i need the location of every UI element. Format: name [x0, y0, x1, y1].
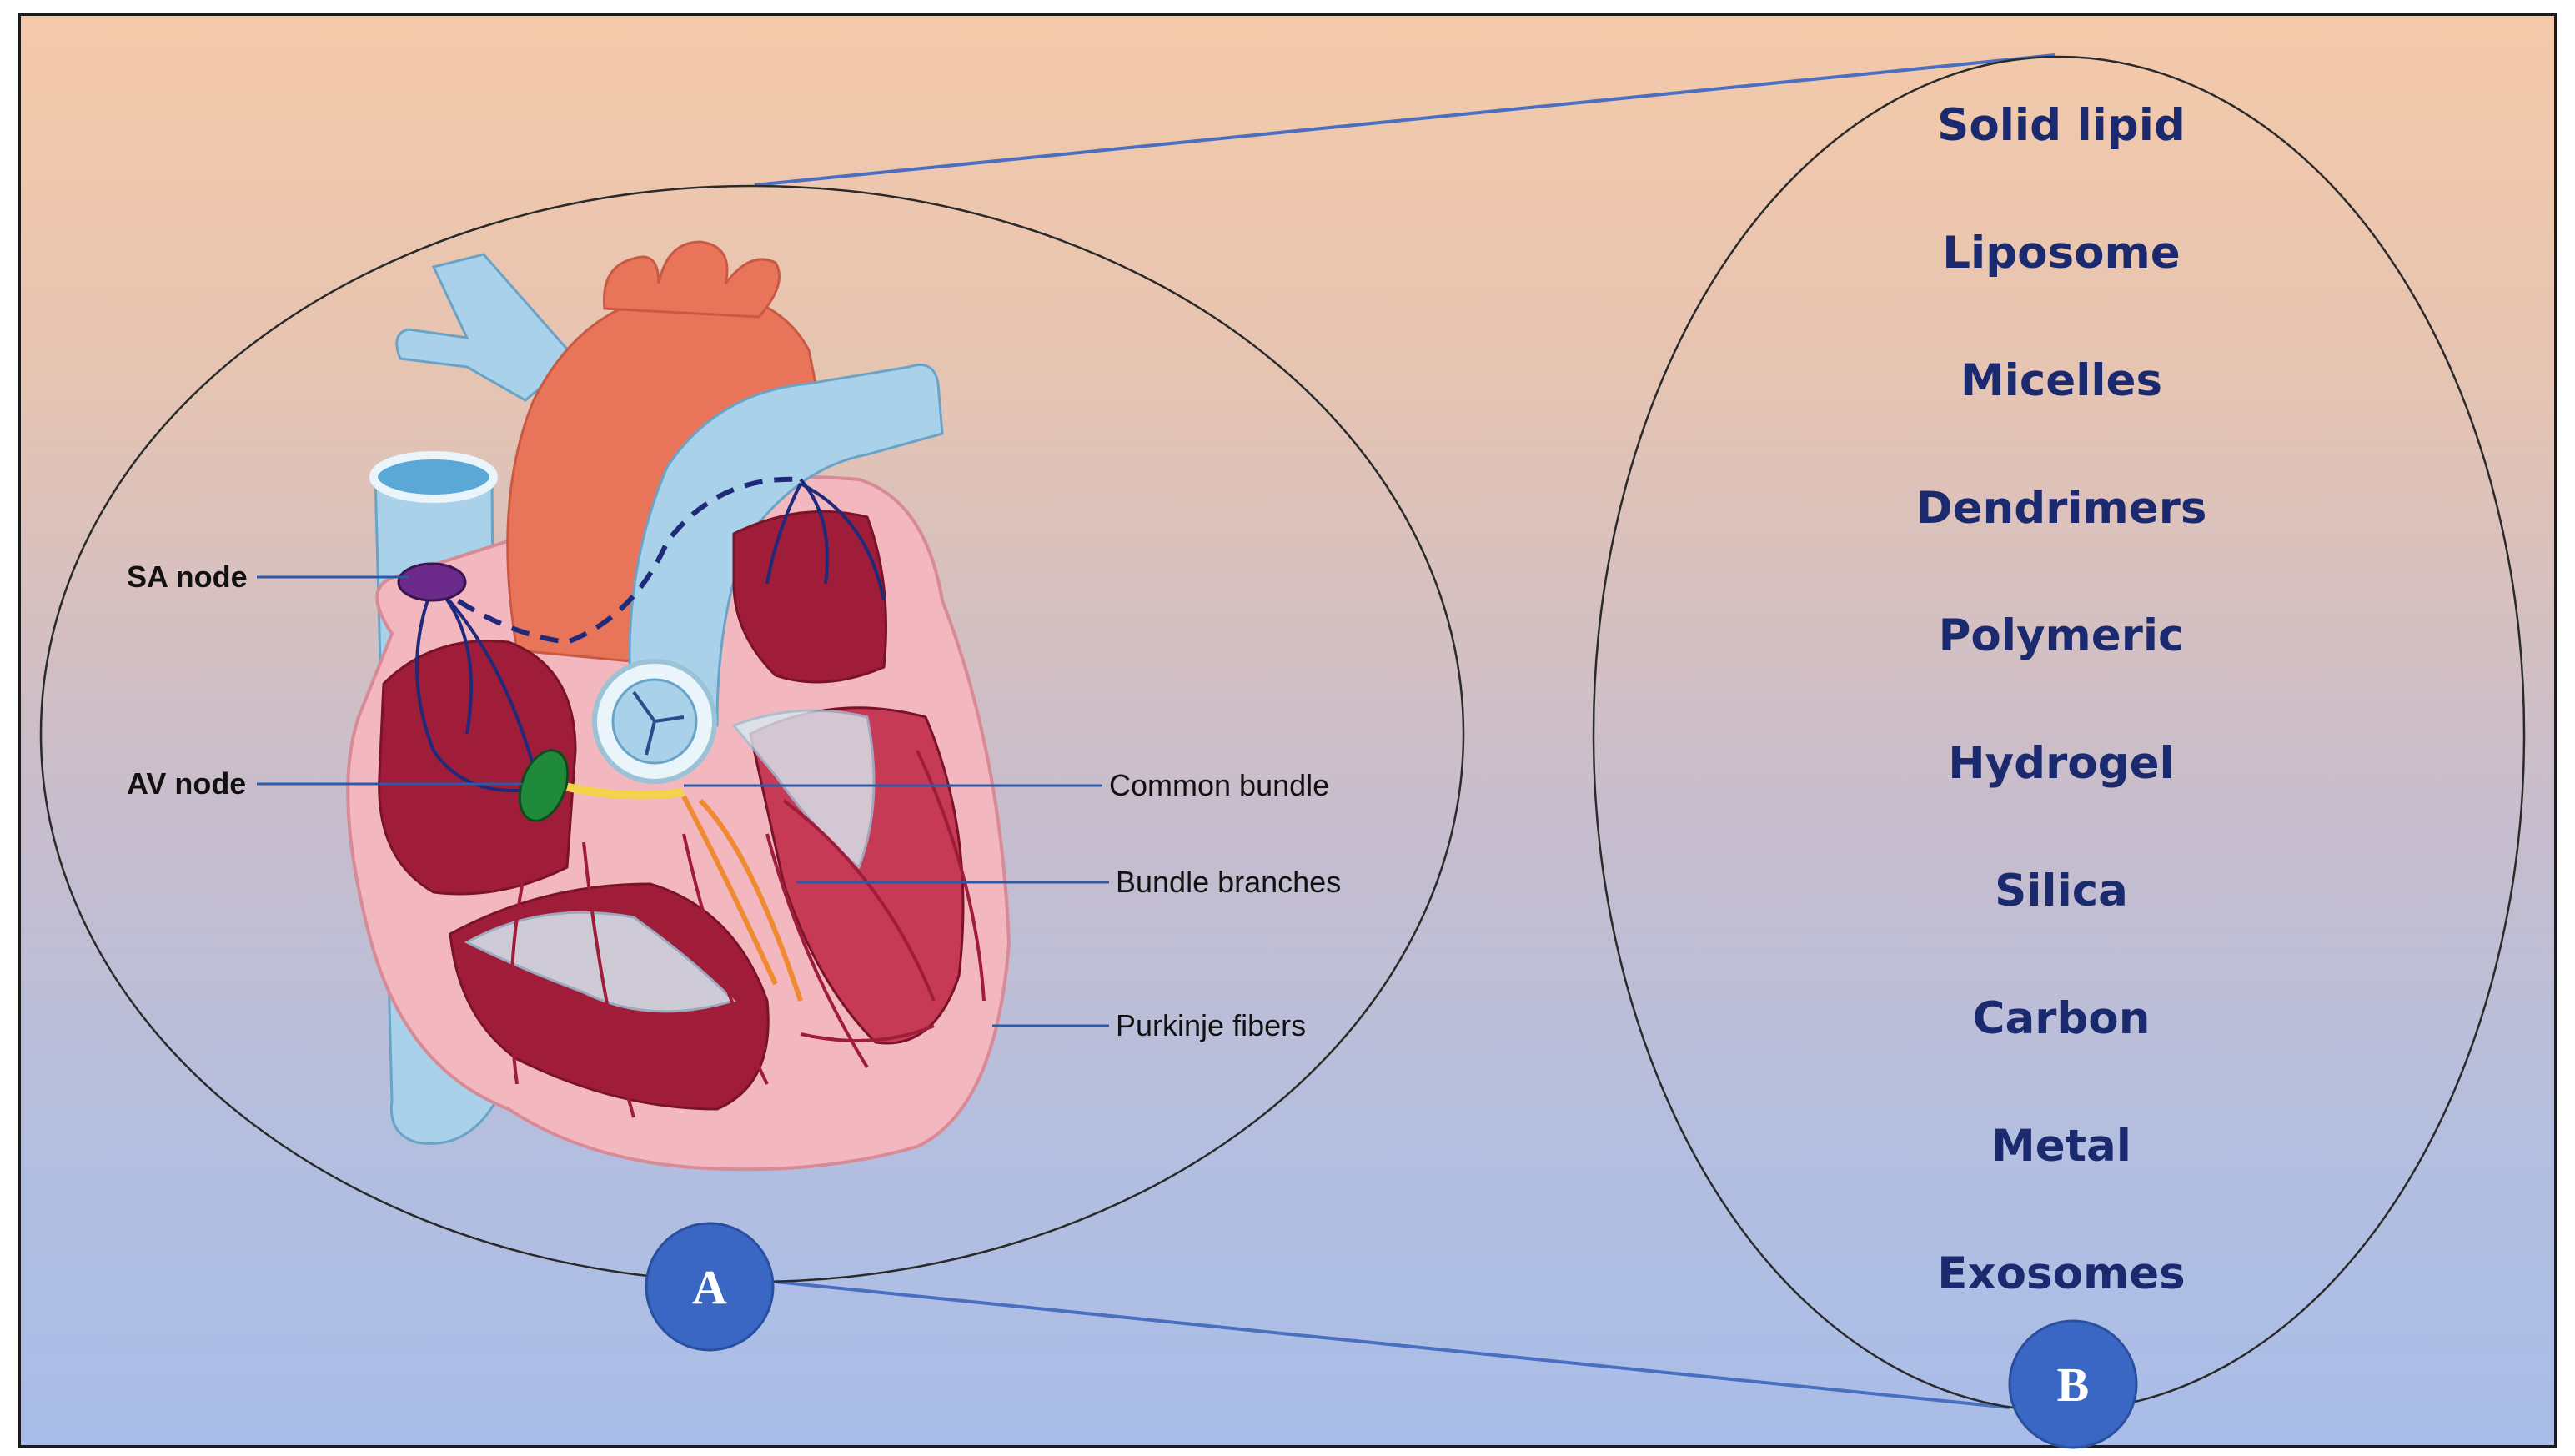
sa-node-shape	[397, 562, 467, 602]
aortic-valve-cusps	[632, 690, 685, 756]
badge-b-circle	[2008, 1319, 2138, 1449]
bundle-branches-label: Bundle branches	[1116, 865, 1341, 899]
sa-node-label: SA node	[127, 560, 248, 594]
pulmonary-vessel-left	[395, 253, 578, 402]
bachmann-bundle-dashed	[432, 476, 801, 645]
common-bundle-shape	[553, 780, 685, 800]
nanocarrier-type-item: Hydrogel	[1948, 738, 2174, 789]
connector-top-line	[754, 53, 2055, 187]
badge-b-label: B	[2057, 1358, 2090, 1412]
purkinje-network	[509, 750, 986, 1118]
av-node-shape	[518, 749, 570, 822]
nanocarrier-type-item: Polymeric	[1939, 610, 2185, 661]
vena-cava-opening	[369, 451, 498, 503]
badge-a-circle	[645, 1222, 775, 1352]
aorta-top-branches	[602, 240, 781, 319]
nanocarrier-type-item: Metal	[1991, 1121, 2131, 1172]
nanocarrier-type-item: Solid lipid	[1937, 100, 2186, 151]
nanocarrier-type-item: Liposome	[1942, 228, 2180, 279]
nanocarrier-type-item: Silica	[1995, 866, 2128, 916]
nanocarrier-type-item: Micelles	[1960, 355, 2162, 406]
purkinje-fibers-label: Purkinje fibers	[1116, 1008, 1306, 1042]
nanocarrier-type-item: Dendrimers	[1916, 483, 2207, 534]
nanocarrier-type-item: Exosomes	[1937, 1248, 2185, 1299]
nanocarrier-type-item: Carbon	[1973, 993, 2151, 1044]
bundle-branches-shape	[681, 795, 803, 1002]
av-node-label: AV node	[127, 766, 246, 801]
common-bundle-label: Common bundle	[1109, 768, 1329, 802]
heart-illustration	[346, 240, 1011, 1172]
internodal-pathways	[415, 478, 886, 792]
nanocarrier-types-list: Solid lipidLiposomeMicellesDendrimersPol…	[1916, 100, 2207, 1299]
badge-a-label: A	[692, 1260, 727, 1314]
connector-bottom-line	[775, 1280, 2010, 1409]
